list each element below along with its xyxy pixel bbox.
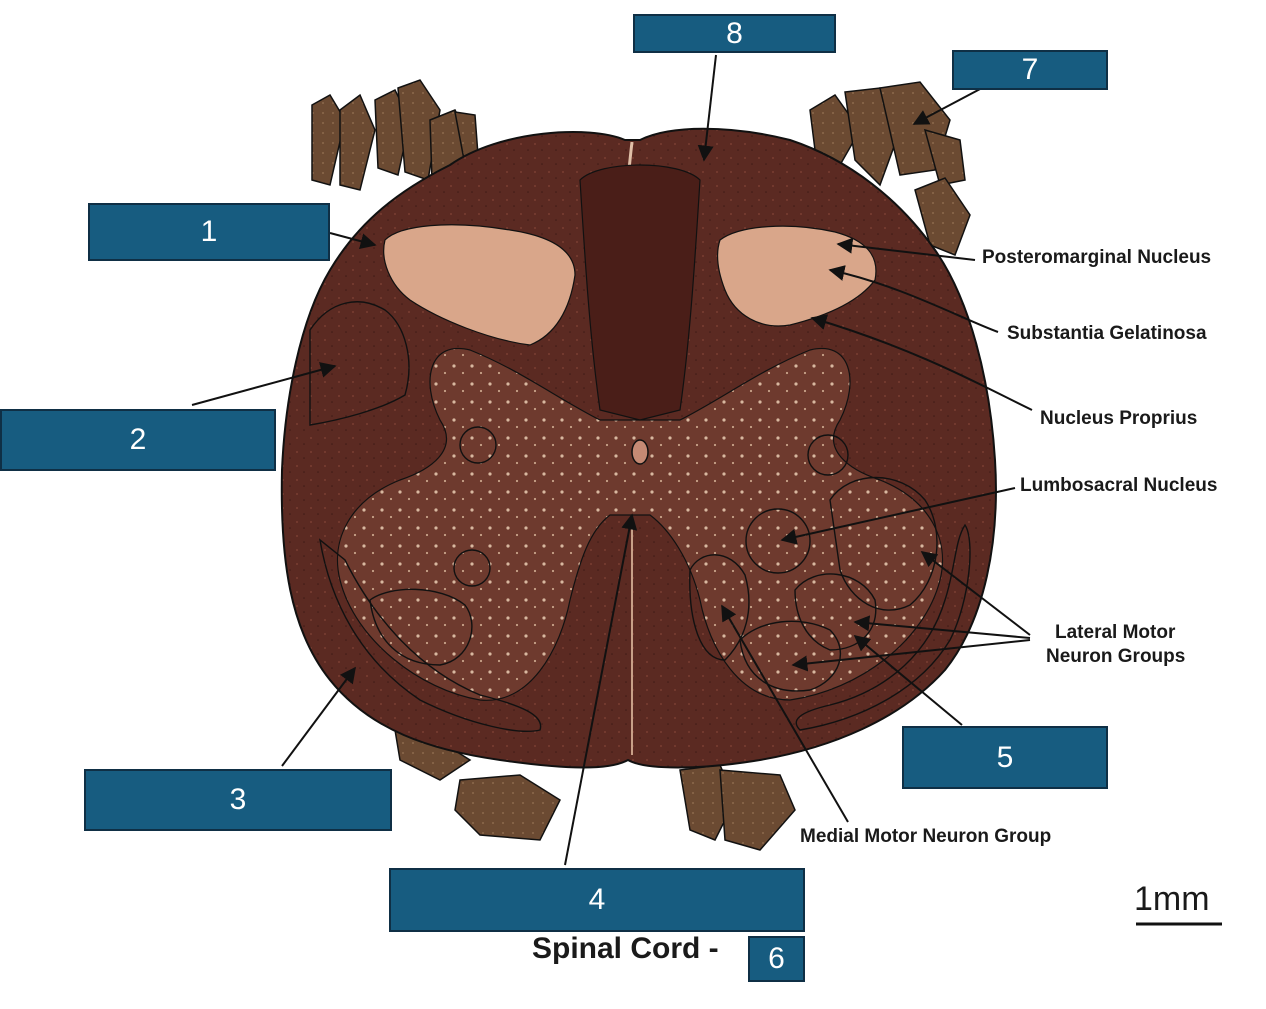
central-canal <box>631 439 649 465</box>
gray-matter <box>336 347 944 701</box>
answer-box-8[interactable]: 8 <box>633 14 836 53</box>
label-posteromarginal-nucleus: Posteromarginal Nucleus <box>982 247 1212 268</box>
answer-box-4[interactable]: 4 <box>389 868 805 932</box>
answer-box-1[interactable]: 1 <box>88 203 330 261</box>
pointer-lines <box>191 54 983 866</box>
answer-box-1-label: 1 <box>200 215 218 248</box>
label-lumbosacral-nucleus: Lumbosacral Nucleus <box>1020 475 1218 496</box>
ventral-rootlets <box>394 729 796 851</box>
answer-box-3-label: 3 <box>229 783 247 816</box>
ventral-band-left <box>319 538 542 732</box>
lateral-tract-left <box>309 301 410 426</box>
answer-box-5-label: 5 <box>996 740 1014 774</box>
substantia-gelatinosa-left <box>383 224 576 346</box>
neuron-group-outlines <box>369 426 938 692</box>
answer-box-4-label: 4 <box>588 883 606 916</box>
answer-box-8-label: 8 <box>726 16 743 50</box>
label-substantia-gelatinosa: Substantia Gelatinosa <box>1007 323 1207 344</box>
answer-box-7-label: 7 <box>1021 53 1039 86</box>
answer-box-2-label: 2 <box>129 423 147 456</box>
dorsal-columns <box>579 164 701 421</box>
answer-box-6-label: 6 <box>768 942 785 975</box>
answer-box-5[interactable]: 5 <box>902 726 1108 789</box>
ventral-band-right <box>795 523 971 731</box>
label-lateral-motor-line2: Neuron Groups <box>1046 646 1186 667</box>
label-nucleus-proprius: Nucleus Proprius <box>1040 408 1198 429</box>
scale-bar-label: 1mm <box>1134 880 1210 918</box>
answer-box-3[interactable]: 3 <box>84 769 392 831</box>
label-lateral-motor-line1: Lateral Motor <box>1055 622 1176 643</box>
answer-box-7[interactable]: 7 <box>952 50 1108 90</box>
label-pointer-lines <box>721 237 1033 823</box>
dorsal-rootlets-right <box>809 81 971 256</box>
figure-title: Spinal Cord - <box>532 932 719 965</box>
answer-box-2[interactable]: 2 <box>0 409 276 471</box>
substantia-gelatinosa-right <box>716 225 877 327</box>
label-medial-motor-neuron-group: Medial Motor Neuron Group <box>800 826 1052 847</box>
answer-box-6[interactable]: 6 <box>748 936 805 982</box>
